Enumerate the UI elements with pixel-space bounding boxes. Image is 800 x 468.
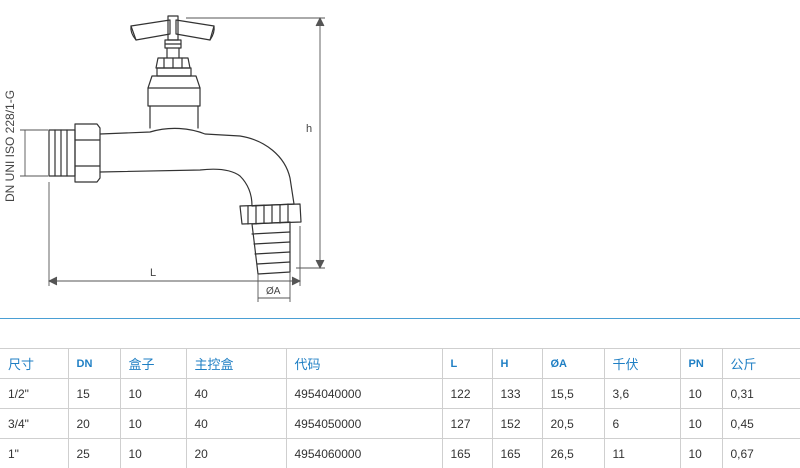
cell-dn: 25 [68, 439, 120, 468]
cell-diameter: 15,5 [542, 379, 604, 409]
height-label: h [306, 123, 312, 135]
cell-master-box: 40 [186, 379, 286, 409]
table-row: 1" 25 10 20 4954060000 165 165 26,5 11 1… [0, 439, 800, 468]
handle [131, 16, 214, 58]
cell-size: 1" [0, 439, 68, 468]
cell-diameter: 26,5 [542, 439, 604, 468]
section-divider [0, 318, 800, 319]
header-l: L [442, 349, 492, 379]
cell-pn: 10 [680, 379, 722, 409]
cell-code: 4954060000 [286, 439, 442, 468]
header-master-box: 主控盒 [186, 349, 286, 379]
header-box: 盒子 [120, 349, 186, 379]
diameter-label: ØA [266, 286, 281, 297]
cell-master-box: 40 [186, 409, 286, 439]
cell-code: 4954040000 [286, 379, 442, 409]
cell-kg: 0,31 [722, 379, 800, 409]
cell-l: 122 [442, 379, 492, 409]
cell-diameter: 20,5 [542, 409, 604, 439]
cell-size: 3/4" [0, 409, 68, 439]
header-size: 尺寸 [0, 349, 68, 379]
cell-pn: 10 [680, 409, 722, 439]
cell-code: 4954050000 [286, 409, 442, 439]
hose-tail [252, 222, 290, 274]
header-diameter: ØA [542, 349, 604, 379]
dimension-height [186, 18, 325, 268]
header-dn: DN [68, 349, 120, 379]
spec-table: 尺寸 DN 盒子 主控盒 代码 L H ØA 千伏 PN 公斤 1/2" 15 … [0, 348, 800, 468]
cell-kv: 6 [604, 409, 680, 439]
cell-l: 165 [442, 439, 492, 468]
tap-body [100, 128, 294, 206]
cell-box: 10 [120, 409, 186, 439]
cell-box: 10 [120, 439, 186, 468]
cell-h: 152 [492, 409, 542, 439]
bonnet [148, 58, 200, 128]
cell-h: 165 [492, 439, 542, 468]
standard-label: DN UNI ISO 228/1-G [3, 90, 17, 202]
header-h: H [492, 349, 542, 379]
cell-kv: 11 [604, 439, 680, 468]
dimension-standard [20, 130, 48, 176]
cell-h: 133 [492, 379, 542, 409]
cell-master-box: 20 [186, 439, 286, 468]
cell-kg: 0,67 [722, 439, 800, 468]
header-pn: PN [680, 349, 722, 379]
hose-nut [240, 204, 301, 224]
table-row: 3/4" 20 10 40 4954050000 127 152 20,5 6 … [0, 409, 800, 439]
table-header-row: 尺寸 DN 盒子 主控盒 代码 L H ØA 千伏 PN 公斤 [0, 349, 800, 379]
header-kv: 千伏 [604, 349, 680, 379]
cell-box: 10 [120, 379, 186, 409]
length-label: L [150, 267, 156, 279]
cell-l: 127 [442, 409, 492, 439]
cell-pn: 10 [680, 439, 722, 468]
cell-dn: 20 [68, 409, 120, 439]
cell-size: 1/2" [0, 379, 68, 409]
cell-kg: 0,45 [722, 409, 800, 439]
cell-dn: 15 [68, 379, 120, 409]
tap-technical-drawing: DN UNI ISO 228/1-G h L ØA [0, 0, 800, 318]
header-code: 代码 [286, 349, 442, 379]
header-kg: 公斤 [722, 349, 800, 379]
table-row: 1/2" 15 10 40 4954040000 122 133 15,5 3,… [0, 379, 800, 409]
cell-kv: 3,6 [604, 379, 680, 409]
threaded-inlet [49, 124, 100, 182]
